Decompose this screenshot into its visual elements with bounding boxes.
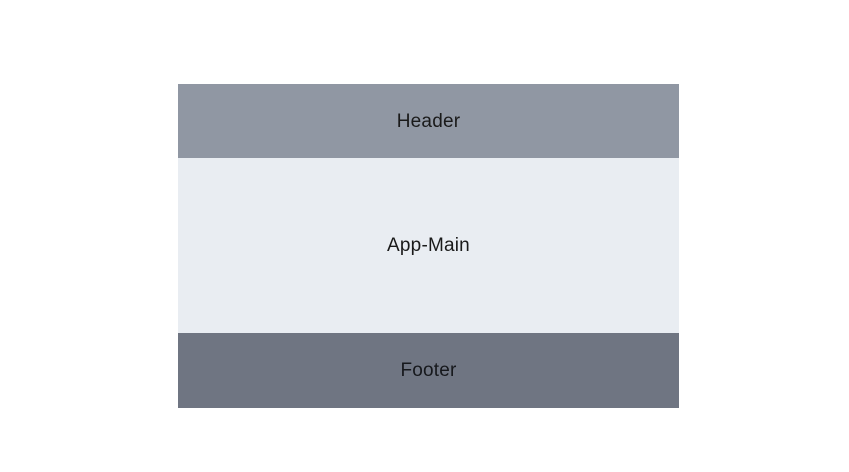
footer-section: Footer — [178, 333, 679, 408]
header-label: Header — [396, 110, 461, 132]
footer-label: Footer — [400, 360, 457, 381]
main-label: App-Main — [387, 235, 470, 256]
header-section: Header — [178, 84, 679, 158]
app-layout: Header App-Main Footer — [178, 84, 679, 408]
main-section: App-Main — [178, 158, 679, 333]
